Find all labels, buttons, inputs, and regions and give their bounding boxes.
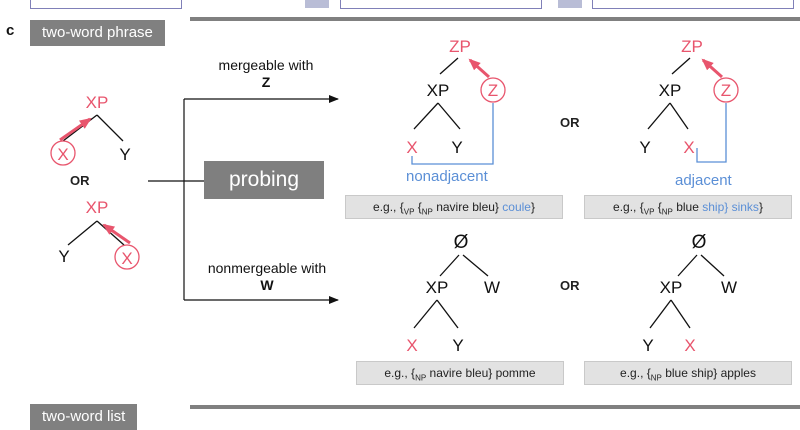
panel-header-rule — [190, 17, 800, 21]
left-bottom-move-arrow — [102, 223, 131, 245]
left-top-left: X — [57, 145, 68, 164]
top-strip-box-3 — [592, 0, 794, 9]
m2-z: Z — [721, 81, 731, 100]
left-bottom-right: X — [121, 249, 132, 268]
or-left: OR — [70, 173, 90, 188]
top-strip-left-box — [30, 0, 182, 9]
branch-lower-line2: W — [260, 277, 274, 293]
m1-z: Z — [488, 81, 498, 100]
m1-right: Y — [451, 138, 462, 157]
branch-lower-line1: nonmergeable with — [207, 260, 327, 276]
mergeable-tree-nonadjacent: ZP XP Z X Y — [406, 37, 506, 165]
example-nonmergeable-2: e.g., {NP blue ship} apples — [584, 361, 792, 385]
m1-z-circle — [480, 77, 506, 103]
left-bottom-x-circle — [114, 244, 140, 270]
note-nonadjacent: nonadjacent — [406, 168, 488, 185]
m2-adjacency-bracket — [696, 103, 727, 163]
left-top-right: Y — [119, 145, 130, 164]
m2-z-circle — [713, 77, 739, 103]
m2-right: X — [683, 138, 694, 157]
left-top-x-circle — [50, 140, 76, 166]
m1-root: ZP — [449, 37, 471, 56]
example-nonmergeable-1: e.g., {NP navire bleu} pomme — [356, 361, 564, 385]
nonmergeable-tree-1: Ø XP W X Y — [406, 232, 500, 355]
n1-root: Ø — [454, 232, 469, 253]
left-bottom-root: XP — [86, 198, 109, 217]
top-strip-gray-square-1 — [305, 0, 329, 8]
mergeable-tree-adjacent: ZP XP Z Y X — [639, 37, 739, 163]
n1-w: W — [484, 278, 500, 297]
example-adjacent: e.g., {VP {NP blue ship} sinks} — [584, 195, 792, 219]
n1-xp: XP — [426, 278, 449, 297]
diagram-canvas: XP X Y XP Y X ZP XP Z X Y ZP XP — [50, 37, 739, 355]
branch-upper-label: mergeable with Z — [196, 57, 336, 91]
left-tree-top: XP X Y — [50, 93, 131, 166]
m1-left: X — [406, 138, 417, 157]
left-top-root: XP — [86, 93, 109, 112]
note-adjacent: adjacent — [675, 172, 732, 189]
or-nonmergeable: OR — [560, 278, 580, 293]
n1-right: Y — [452, 336, 463, 355]
panel-bottom-rule — [190, 405, 800, 409]
m2-left: Y — [639, 138, 650, 157]
left-tree-bottom: XP Y X — [58, 198, 140, 270]
n2-xp: XP — [660, 278, 683, 297]
n1-left: X — [406, 336, 417, 355]
m1-xp: XP — [427, 81, 450, 100]
branch-lower-label: nonmergeable with W — [192, 260, 342, 294]
m2-move-arrow — [701, 58, 724, 79]
example-nonadjacent: e.g., {VP {NP navire bleu} coule} — [345, 195, 563, 219]
top-strip-gray-square-2 — [558, 0, 582, 8]
n2-root: Ø — [692, 232, 707, 253]
n2-right: X — [684, 336, 695, 355]
top-strip-box-2 — [340, 0, 542, 9]
panel-title: two-word phrase — [30, 20, 165, 46]
n2-left: Y — [642, 336, 653, 355]
left-bottom-left: Y — [58, 247, 69, 266]
probing-box: probing — [204, 161, 324, 199]
m2-root: ZP — [681, 37, 703, 56]
or-mergeable: OR — [560, 115, 580, 130]
branch-upper-line2: Z — [261, 74, 271, 90]
nonmergeable-tree-2: Ø XP W Y X — [642, 232, 737, 355]
n2-w: W — [721, 278, 737, 297]
left-top-move-arrow — [59, 117, 92, 142]
panel-letter: c — [6, 22, 15, 39]
branch-upper-line1: mergeable with — [218, 57, 314, 73]
m1-move-arrow — [468, 58, 491, 79]
m2-xp: XP — [659, 81, 682, 100]
m1-adjacency-bracket — [411, 103, 494, 165]
